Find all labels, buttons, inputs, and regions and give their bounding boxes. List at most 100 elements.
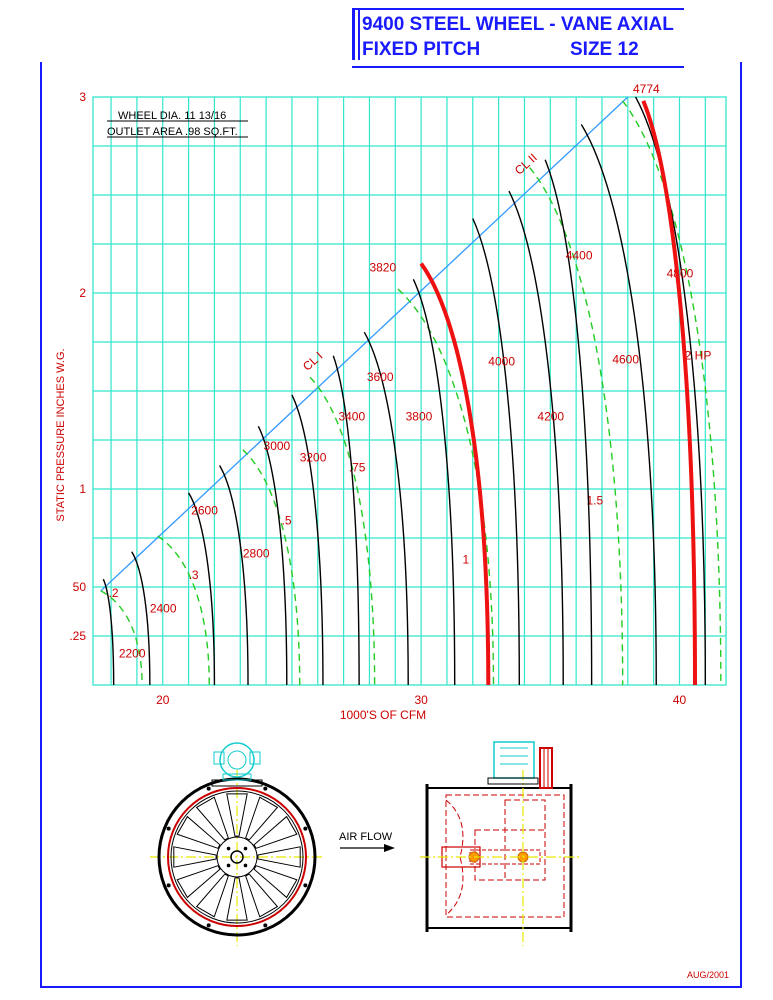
rpm-curve-label: 4800 — [667, 266, 694, 280]
chart-grid — [92, 96, 727, 686]
rpm-curve-label: 4200 — [537, 409, 564, 423]
fan-blade — [245, 873, 279, 918]
fan-front-view-diagram — [150, 742, 322, 946]
rpm-curve — [544, 159, 593, 686]
title-line-1: 9400 STEEL WHEEL - VANE AXIAL — [362, 14, 674, 35]
arrow-head-icon — [384, 844, 395, 852]
rpm-curve — [363, 331, 409, 686]
bolt-hole — [263, 786, 268, 791]
rpm-curve-label: 2400 — [150, 601, 177, 615]
rpm-curve-label: 3000 — [264, 439, 291, 453]
y-tick-label: 2 — [79, 286, 86, 300]
rpm-curve — [332, 355, 360, 686]
axis-ticks: 20 30 40 3 2 1 50 .25 — [69, 90, 686, 707]
bolt-hole — [166, 883, 171, 888]
bolt-hole — [206, 786, 211, 791]
selected-rpm-label: 3820 — [369, 260, 396, 274]
rpm-curves: 2200240026002800300032003400360038004000… — [102, 96, 707, 686]
hp-curve — [622, 100, 722, 686]
fan-side-view-diagram — [420, 741, 580, 946]
fan-blade — [245, 796, 279, 841]
selected-rpm-curve — [641, 100, 697, 686]
axis-labels: 1000'S OF CFM STATIC PRESSURE INCHES W.G… — [55, 348, 426, 722]
rpm-curve — [187, 492, 216, 686]
limit-line-label: CL II — [512, 151, 540, 178]
x-axis-label: 1000'S OF CFM — [340, 708, 426, 722]
y-axis-label: STATIC PRESSURE INCHES W.G. — [55, 348, 67, 521]
fan-blade — [195, 873, 229, 918]
rpm-curve-label: 2800 — [243, 547, 270, 561]
hp-curve — [529, 167, 624, 686]
revision-date: AUG/2001 — [686, 970, 729, 980]
rpm-curve — [131, 551, 151, 686]
y-tick-label: 50 — [73, 580, 87, 594]
rpm-curve-label: 4400 — [566, 249, 593, 263]
selected-rpm-curve — [419, 262, 491, 686]
stall-limit-line — [100, 96, 629, 592]
page-frame — [40, 62, 742, 988]
x-tick-label: 30 — [414, 693, 428, 707]
selected-rpm-label: 4774 — [633, 82, 660, 96]
y-tick-label: 1 — [79, 482, 86, 496]
bolt-hole — [206, 923, 211, 928]
fan-blade — [176, 815, 221, 849]
wheel-info-block: WHEEL DIA. 11 13/16 OUTLET AREA .98 SQ.F… — [107, 110, 248, 138]
rpm-curve — [472, 218, 521, 686]
air-flow-indicator: AIR FLOW — [339, 831, 395, 852]
hp-curve-label: 1.5 — [586, 494, 603, 508]
hub-bolt — [226, 863, 231, 868]
limit-line-label: CL I — [300, 349, 325, 374]
hp-curve — [157, 535, 210, 686]
bolt-hole — [303, 826, 308, 831]
bolt-hole — [303, 883, 308, 888]
fan-blade — [226, 877, 248, 921]
hp-curve-label: 2 HP — [685, 349, 712, 363]
outlet-area-text: OUTLET AREA .98 SQ.FT. — [107, 126, 238, 138]
rpm-curve-label: 4000 — [488, 355, 515, 369]
bolt-hole — [263, 923, 268, 928]
rpm-curve-label: 2200 — [119, 647, 146, 661]
hp-curve — [242, 449, 301, 686]
x-tick-label: 40 — [673, 693, 687, 707]
rpm-curve — [508, 190, 564, 686]
rpm-curve-label: 4600 — [612, 353, 639, 367]
title-block: 9400 STEEL WHEEL - VANE AXIAL FIXED PITC… — [352, 8, 684, 68]
highlight-curves: 3820 4774 — [369, 82, 697, 686]
hp-curve-label: .5 — [282, 513, 292, 527]
hub-bolt — [243, 846, 248, 851]
rpm-curve-label: 3400 — [338, 409, 365, 423]
bolt-holes — [166, 786, 308, 928]
rpm-curve — [257, 425, 288, 686]
title-line-2-right: SIZE 12 — [570, 39, 639, 60]
rpm-curve — [218, 465, 249, 686]
x-tick-label: 20 — [156, 693, 170, 707]
bolt-hole — [166, 826, 171, 831]
fan-blade — [176, 865, 221, 899]
hub-bolt — [226, 846, 231, 851]
wheel-diameter-text: WHEEL DIA. 11 13/16 — [118, 110, 226, 122]
hp-curve-label: .2 — [109, 586, 119, 600]
fan-blade — [195, 796, 229, 841]
hp-curve-label: 1 — [462, 552, 469, 566]
hp-curve — [100, 590, 143, 686]
fan-blade — [257, 846, 301, 868]
hp-curves: .2 .3 .5 .75 1 1.5 2 HP — [100, 100, 722, 686]
title-line-2-left: FIXED PITCH — [362, 39, 481, 60]
fan-blade — [173, 846, 217, 868]
hp-curve — [309, 376, 376, 686]
rpm-curve-label: 2600 — [191, 503, 218, 517]
hp-curve-label: .75 — [349, 460, 366, 474]
air-flow-label: AIR FLOW — [339, 831, 393, 843]
rpm-curve — [412, 278, 456, 686]
y-tick-label: .25 — [69, 629, 86, 643]
hp-curve-label: .3 — [189, 568, 199, 582]
fan-blades — [173, 793, 301, 921]
fan-blade — [253, 865, 298, 899]
rpm-curve-label: 3800 — [406, 409, 433, 423]
hub-bolt — [243, 863, 248, 868]
y-tick-label: 3 — [79, 90, 86, 104]
rpm-curve — [634, 96, 707, 686]
rpm-curve — [291, 394, 324, 686]
fan-blade — [253, 815, 298, 849]
